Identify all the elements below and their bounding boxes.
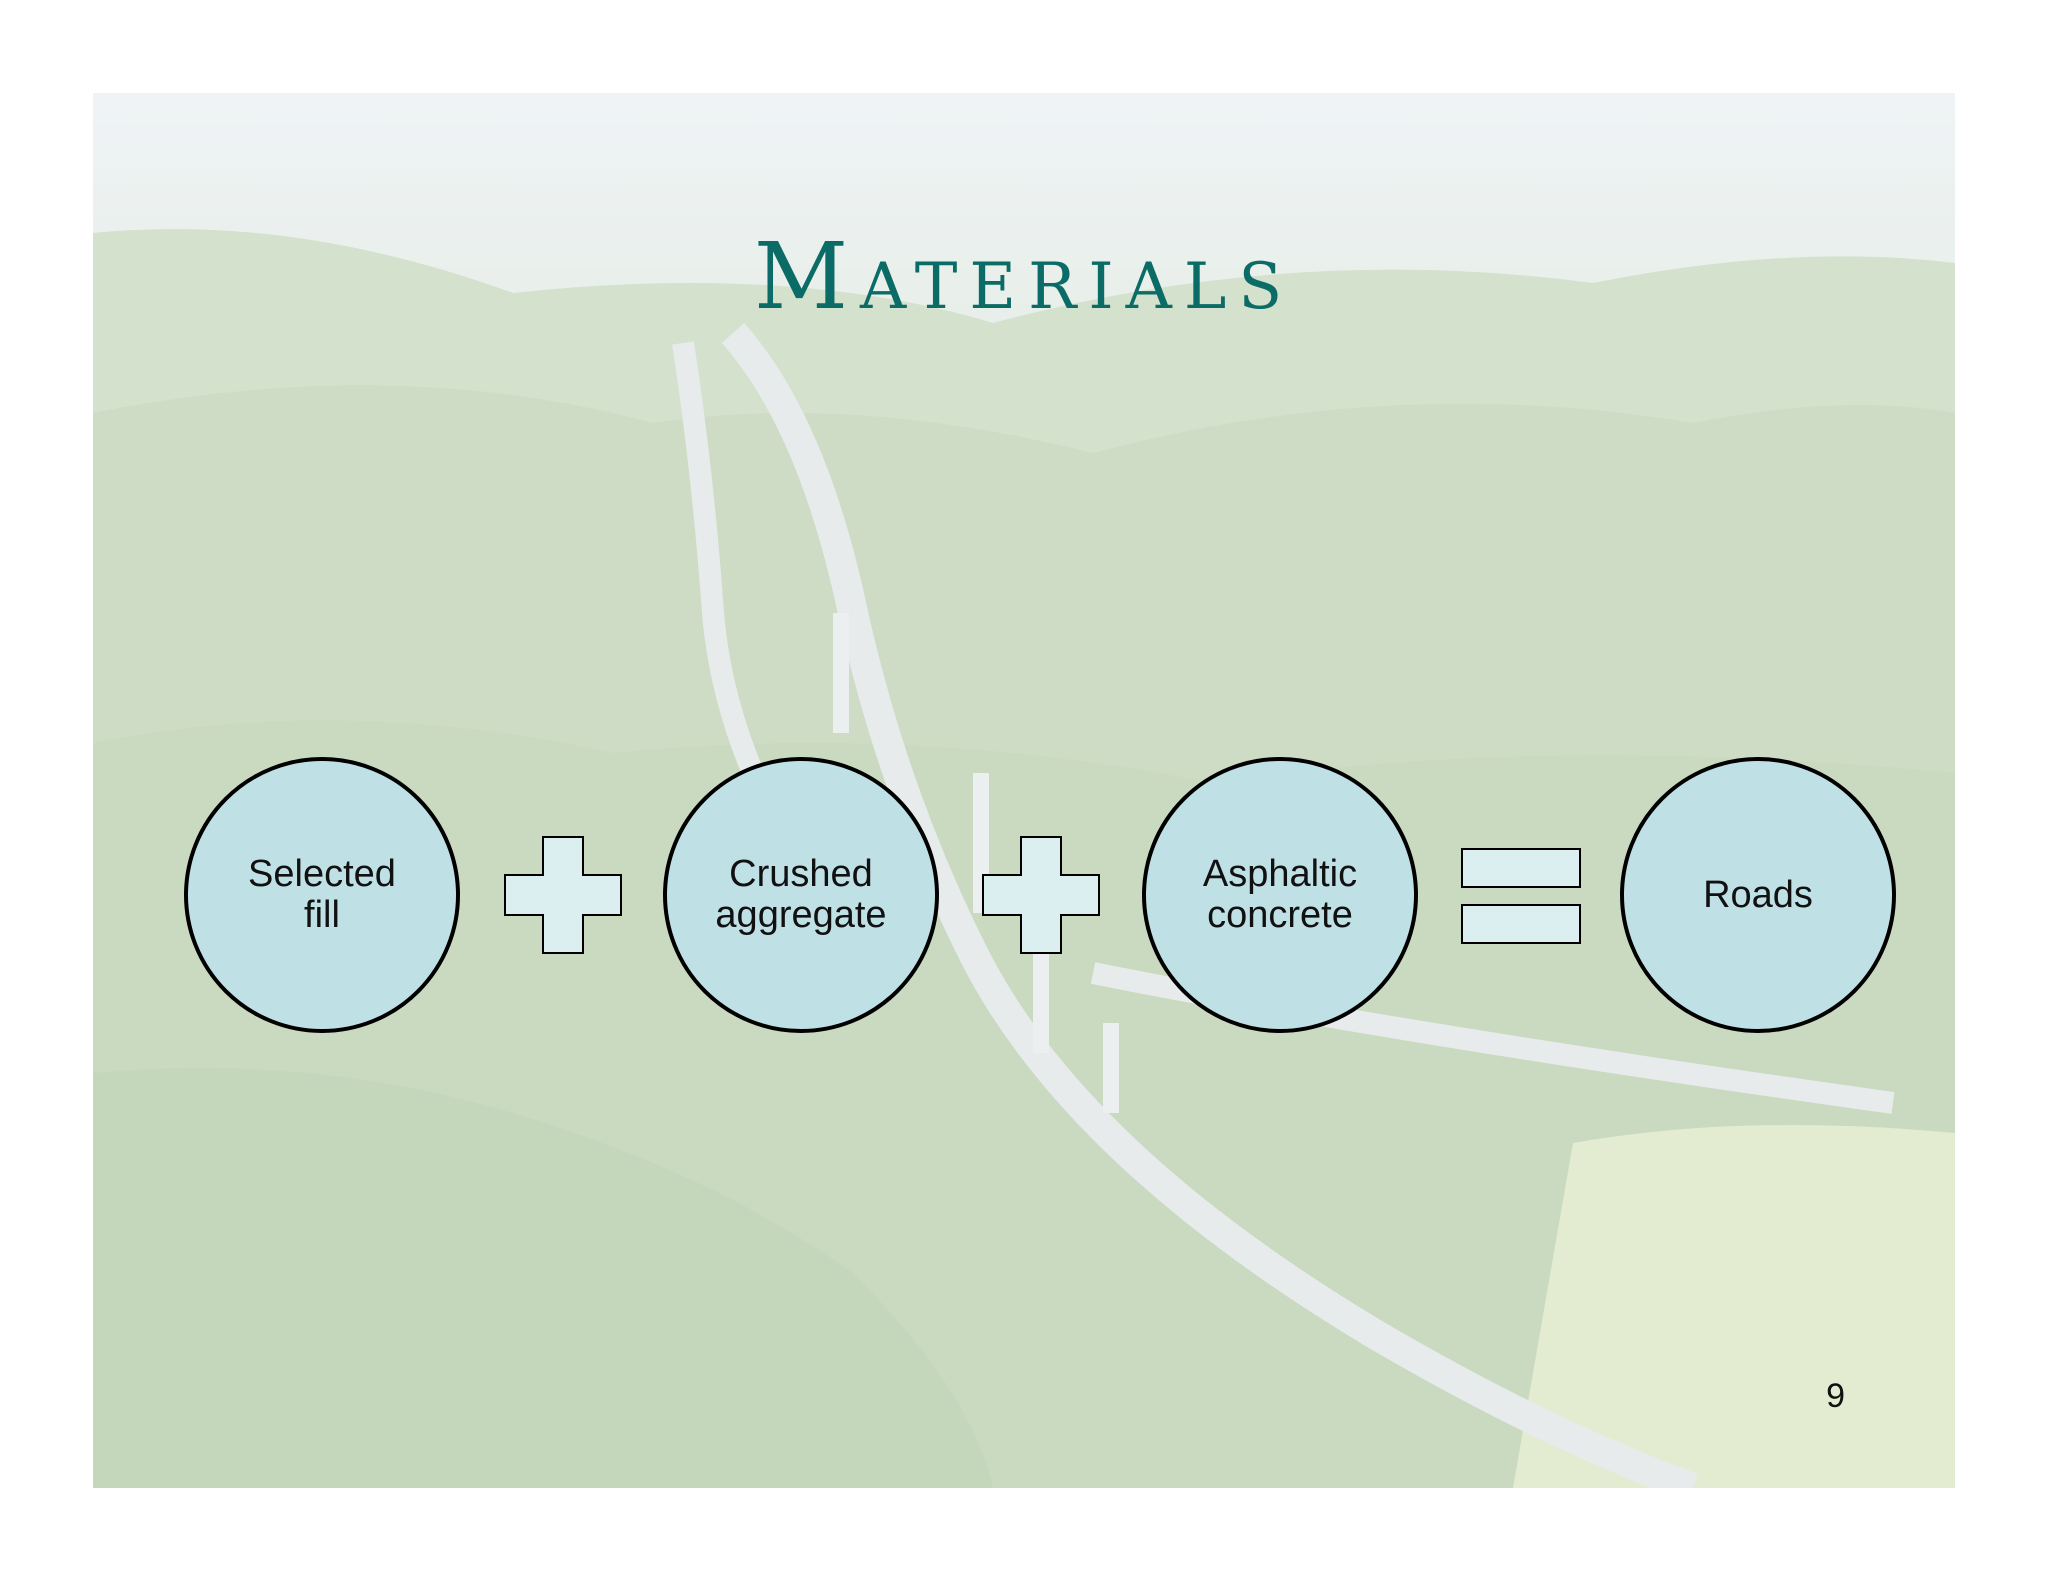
page-number: 9 [1826,1377,1845,1415]
plus-operator [982,836,1100,954]
slide-title: Materials [753,223,1295,330]
node-label: Crushed aggregate [715,853,887,936]
node-label: Roads [1703,873,1813,916]
node-asphaltic-concrete: Asphaltic concrete [1142,757,1418,1033]
node-label: Selected fill [248,853,396,936]
plus-operator [504,836,622,954]
node-label: Asphaltic concrete [1202,853,1358,936]
equals-operator [1461,848,1581,944]
node-selected-fill: Selected fill [184,757,460,1033]
node-roads: Roads [1620,757,1896,1033]
slide: Materials Selected fill Crushed aggregat… [93,93,1955,1488]
node-crushed-aggregate: Crushed aggregate [663,757,939,1033]
